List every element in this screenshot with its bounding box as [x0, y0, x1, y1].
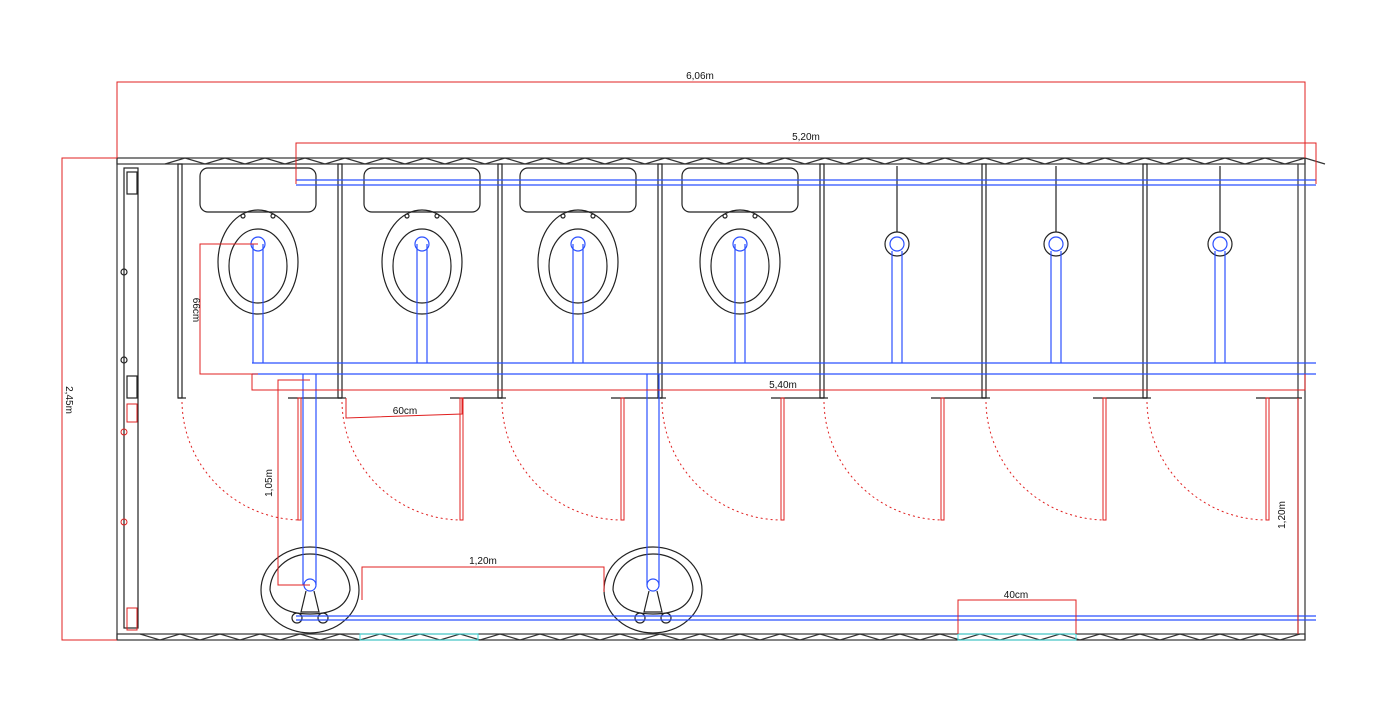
toilet-bowl [537, 209, 619, 315]
door-swing [341, 401, 463, 521]
toilet-bolt [404, 213, 410, 219]
sink-bowl [612, 553, 694, 615]
dimension-labels: 6,06m 5,20m 2,45m 66cm 5,40m 60cm 1,05m … [63, 71, 1288, 601]
urinal [884, 166, 910, 363]
toilet-bolt [560, 213, 566, 219]
stall-door [940, 397, 945, 521]
toilet-tank [199, 167, 317, 213]
toilet-drain [570, 236, 586, 252]
toilet-tank [681, 167, 799, 213]
toilet-seat [392, 228, 452, 304]
stall-door [297, 397, 302, 521]
dim-sink-spacing: 1,20m [469, 556, 497, 567]
toilet-bowl [699, 209, 781, 315]
dimension-lines [61, 81, 1317, 641]
urinal [1043, 231, 1069, 257]
toilet-drain [414, 236, 430, 252]
toilet [363, 167, 481, 363]
window [957, 633, 1077, 641]
dim-window-width: 40cm [1004, 590, 1028, 601]
sink-basin [260, 546, 360, 634]
sink-faucet [300, 590, 320, 613]
urinal-drain [889, 236, 905, 252]
door-swing [1146, 401, 1269, 521]
toilet-bowl [381, 209, 463, 315]
sink-bowl [269, 553, 351, 615]
urinal [884, 231, 910, 257]
door-swing [985, 401, 1106, 521]
sink-valve [634, 612, 646, 624]
dim-supply-pipe: 5,20m [792, 132, 820, 143]
dim-total-width: 2,45m [63, 386, 74, 414]
toilet-bolt [752, 213, 758, 219]
dim-corridor-width: 1,20m [1277, 501, 1288, 529]
wall-hatch [139, 633, 1301, 641]
dim-sink-drop: 1,05m [264, 469, 275, 497]
stalls [177, 163, 1302, 521]
entrance-door [120, 167, 139, 631]
toilet-bolt [240, 213, 246, 219]
stall-door [620, 397, 625, 521]
stall-door [1102, 397, 1107, 521]
urinal [1207, 231, 1233, 257]
sink-valve [317, 612, 329, 624]
dim-door-width: 60cm [393, 406, 417, 417]
stall-door [459, 397, 464, 521]
toilet-drain [732, 236, 748, 252]
door-swing [661, 401, 784, 521]
urinal-drain [1212, 236, 1228, 252]
toilet-bolt [270, 213, 276, 219]
urinal [1043, 166, 1069, 363]
toilet [519, 167, 637, 363]
urinal [1207, 166, 1233, 363]
window [359, 633, 479, 641]
door-swing [181, 401, 301, 521]
stall-door [780, 397, 785, 521]
stall-door [1265, 397, 1270, 521]
toilet-seat [228, 228, 288, 304]
toilet [681, 167, 799, 363]
sink-drain [646, 578, 660, 592]
dim-total-length: 6,06m [686, 71, 714, 82]
fixtures [199, 166, 1233, 634]
sink-faucet [643, 590, 663, 613]
water-pipes [252, 179, 1316, 621]
wall-hatch [164, 157, 1326, 165]
dim-toilet-offset: 66cm [190, 298, 201, 322]
urinal-drain [1048, 236, 1064, 252]
sink-valve [291, 612, 303, 624]
door-swing [501, 401, 624, 521]
toilet-seat [710, 228, 770, 304]
toilet-tank [363, 167, 481, 213]
stall-partition [177, 163, 183, 399]
dim-drain-length: 5,40m [769, 380, 797, 391]
toilet-bolt [434, 213, 440, 219]
toilet-bolt [590, 213, 596, 219]
toilet [199, 167, 317, 363]
toilet-seat [548, 228, 608, 304]
sink-valve [660, 612, 672, 624]
toilet-bowl [217, 209, 299, 315]
toilet-tank [519, 167, 637, 213]
toilet-bolt [722, 213, 728, 219]
door-swing [823, 401, 944, 521]
